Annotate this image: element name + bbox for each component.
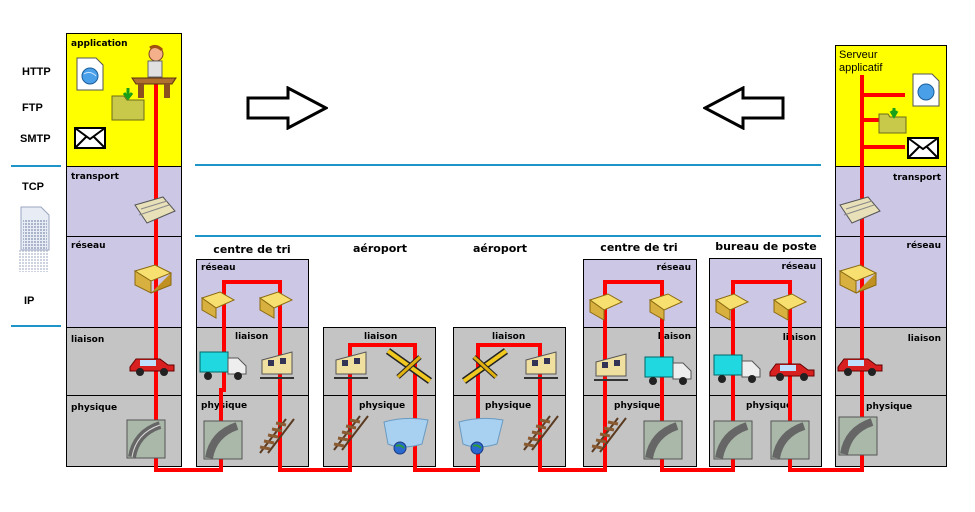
road-icon [838, 416, 878, 456]
arrow-right-icon [246, 86, 328, 130]
layer-label: liaison [782, 333, 816, 343]
layer-label: application [71, 39, 128, 49]
car-icon [836, 349, 884, 377]
road-icon [203, 420, 243, 460]
layer-label: liaison [235, 332, 269, 342]
mail-bundle-icon [258, 290, 294, 320]
train-icon [590, 352, 630, 384]
mail-icon [907, 137, 939, 159]
layer-label: liaison [657, 332, 691, 342]
train-icon [520, 350, 560, 382]
truck-icon [712, 353, 762, 385]
railway-track-icon [588, 414, 628, 454]
train-icon [330, 350, 370, 382]
separator-line [195, 235, 821, 237]
layer-link: liaison [67, 328, 181, 396]
protocol-divider [11, 165, 61, 167]
layer-label: liaison [364, 332, 398, 342]
airplane-icon [460, 343, 510, 389]
protocol-http: HTTP [22, 66, 51, 78]
server-title: Serveur applicatif [839, 49, 883, 74]
protocol-tcp: TCP [22, 181, 44, 193]
mail-bundle-icon [772, 292, 808, 322]
node-title: centre de tri [600, 241, 678, 254]
truck-icon [198, 350, 248, 382]
sky-globe-icon [457, 414, 505, 456]
node-title: aéroport [353, 242, 407, 255]
layer-label: réseau [906, 241, 941, 251]
layer-label: liaison [907, 334, 941, 344]
layer-label: réseau [71, 241, 106, 251]
protocol-smtp: SMTP [20, 133, 51, 145]
mail-bundle-icon [648, 292, 684, 322]
layer-label: liaison [71, 335, 105, 345]
airplane-icon [384, 343, 434, 389]
layer-label: réseau [656, 263, 691, 273]
mail-bundle-icon [838, 263, 878, 295]
railway-track-icon [330, 412, 370, 452]
layer-label: physique [614, 401, 661, 411]
road-icon [126, 419, 166, 459]
layer-network: réseau [67, 237, 181, 328]
mail-bundle-icon [200, 290, 236, 320]
road-icon [643, 420, 683, 460]
mail-bundle-icon [714, 292, 750, 322]
car-icon [128, 349, 176, 377]
document-icon [19, 205, 51, 275]
layer-label: transport [71, 172, 119, 182]
layer-label: physique [866, 402, 913, 412]
separator-line [195, 164, 821, 166]
mail-bundle-icon [133, 263, 173, 295]
envelope-stack-icon [133, 195, 177, 225]
protocol-ip: IP [24, 295, 35, 307]
node-title: bureau de poste [715, 240, 817, 253]
train-icon [256, 350, 296, 382]
layer-label: liaison [492, 332, 526, 342]
road-icon [770, 420, 810, 460]
folder-icon [110, 88, 148, 122]
layer-label: physique [485, 401, 532, 411]
protocol-divider [11, 325, 61, 327]
railway-track-icon [256, 415, 296, 455]
road-icon [713, 420, 753, 460]
layer-label: physique [359, 401, 406, 411]
mail-bundle-icon [588, 292, 624, 322]
folder-icon [878, 108, 908, 134]
protocol-ftp: FTP [22, 102, 43, 114]
layer-label: transport [893, 173, 941, 183]
arrow-left-icon [703, 86, 785, 130]
mail-icon [74, 127, 106, 149]
layer-label: réseau [781, 262, 816, 272]
layer-label: physique [71, 403, 118, 413]
person-at-desk-icon [130, 44, 178, 100]
node-title: centre de tri [213, 243, 291, 256]
railway-track-icon [520, 412, 560, 452]
truck-icon [643, 355, 693, 387]
layer-label: réseau [201, 263, 236, 273]
layer-label: physique [746, 401, 793, 411]
node-title: aéroport [473, 242, 527, 255]
car-icon [768, 354, 816, 382]
envelope-stack-icon [838, 195, 882, 225]
web-page-icon [912, 73, 940, 107]
layer-label: physique [201, 401, 248, 411]
sky-globe-icon [382, 414, 430, 456]
web-page-icon [76, 57, 104, 91]
